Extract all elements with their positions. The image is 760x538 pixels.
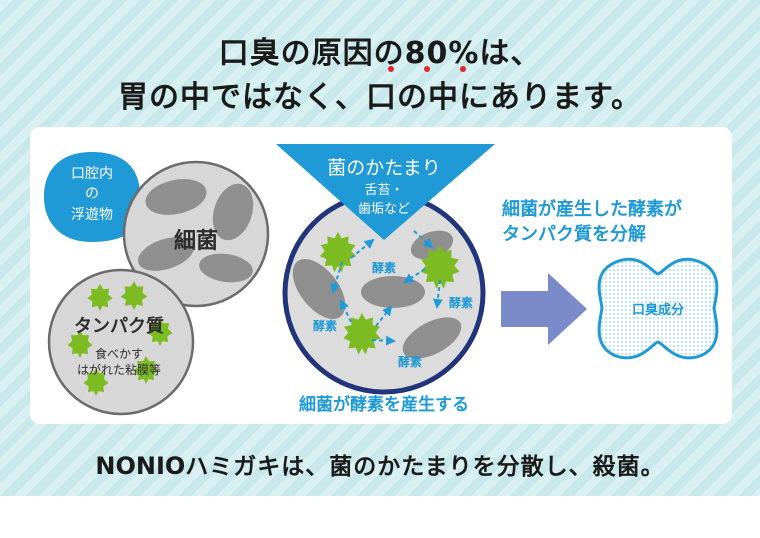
enzyme-arrow xyxy=(339,299,352,323)
enzyme-label: 酵素 xyxy=(449,295,473,310)
bacteria-circle: 細菌 xyxy=(122,160,270,308)
floating-matter-bubble: 口腔内 の 浮遊物 xyxy=(44,152,150,242)
enzyme-arrow xyxy=(403,268,426,284)
cluster-callout: 菌のかたまり 舌苔・ 歯垢など xyxy=(276,144,495,240)
protein-line-2: はがれた粘膜等 xyxy=(77,362,161,377)
odor-component-cloud: 口臭成分 xyxy=(597,257,719,360)
bubble-line-1: 口腔内 xyxy=(71,166,113,182)
cluster-title: 菌のかたまり xyxy=(327,157,440,179)
bacterium-spiky xyxy=(319,232,357,273)
headline-line-1: 口臭の原因の80%は、 xyxy=(218,36,542,71)
headline-line-2: 胃の中ではなく、口の中にあります。 xyxy=(118,80,642,115)
brand-name: NONIO xyxy=(95,452,186,480)
protein-line-1: 食べかす xyxy=(95,346,143,361)
bacterium-spiky xyxy=(343,313,381,355)
protein-title: タンパク質 xyxy=(74,315,164,337)
right-caption-line-1: 細菌が産生した酵素が xyxy=(502,198,682,220)
enzyme-label: 酵素 xyxy=(372,260,396,275)
emphasis-dot xyxy=(388,66,394,72)
bacteria-label: 細菌 xyxy=(174,228,218,254)
bottom-caption: 細菌が酵素を産生する xyxy=(299,394,469,415)
protein-particle xyxy=(133,356,159,384)
enzyme-label: 酵素 xyxy=(313,318,337,333)
emphasis-dot xyxy=(424,66,430,72)
protein-particle xyxy=(120,281,148,310)
protein-particle xyxy=(87,284,113,311)
emphasis-dot xyxy=(460,66,466,72)
enzyme-label: 酵素 xyxy=(398,354,422,369)
result-label: 口臭成分 xyxy=(632,302,684,318)
footer-statement: NONIOハミガキは、菌のかたまりを分散し、殺菌。 xyxy=(0,447,760,481)
enzyme-arrow xyxy=(432,279,443,309)
protein-particle xyxy=(147,318,173,346)
protein-circle: タンパク質 食べかす はがれた粘膜等 xyxy=(47,268,195,416)
cluster-sub-1: 舌苔・ xyxy=(364,183,403,198)
bubble-line-3: 浮遊物 xyxy=(71,207,113,223)
bacterium-spiky xyxy=(420,245,460,289)
cluster-sub-2: 歯垢など xyxy=(358,202,410,217)
enzyme-arrow xyxy=(350,238,375,259)
protein-particle xyxy=(67,330,93,358)
bacterial-cluster-circle: 酵素 酵素 酵素 酵素 xyxy=(282,191,486,395)
right-caption-line-2: タンパク質を分解 xyxy=(502,223,646,245)
protein-particle xyxy=(83,368,109,396)
enzyme-arrow xyxy=(371,335,396,346)
enzyme-arrow xyxy=(330,261,343,294)
footer-text: ハミガキは、菌のかたまりを分散し、殺菌。 xyxy=(185,454,665,480)
process-arrow xyxy=(501,273,587,345)
bubble-line-2: の xyxy=(85,186,99,202)
